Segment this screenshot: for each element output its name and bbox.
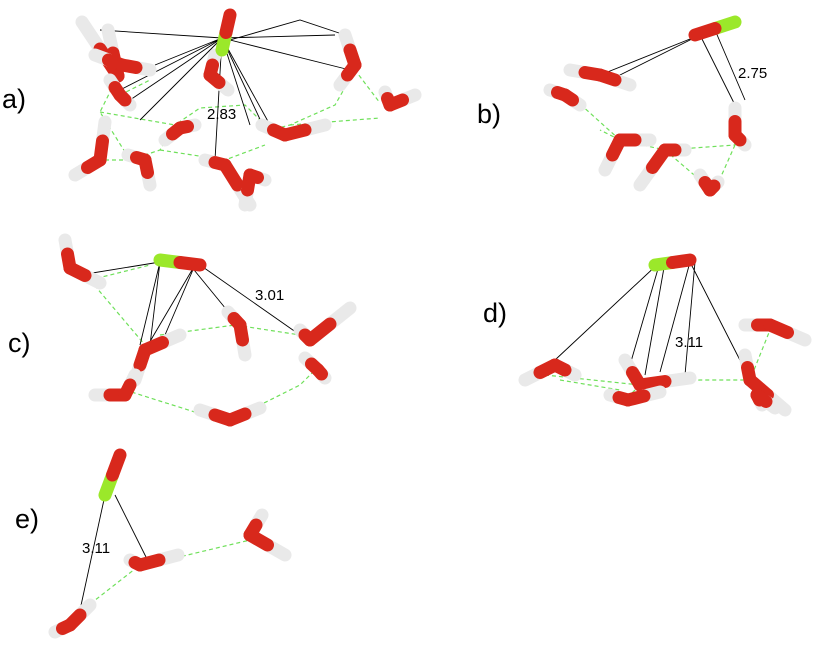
panel-c-label: c): [8, 328, 31, 358]
panel-a-molecules: [68, 8, 422, 212]
panel-c: c) 3.01: [8, 233, 357, 427]
oxygen-atom: [593, 68, 622, 87]
oxygen-atom: [173, 256, 207, 272]
oxygen-atom: [341, 58, 362, 82]
panel-e: e) 3.11: [15, 448, 292, 639]
panel-b-molecules: [543, 15, 752, 197]
oxygen-atom: [106, 448, 127, 482]
panel-d: d) 3.11: [483, 253, 812, 417]
oxygen-atom: [621, 389, 651, 407]
panel-e-label: e): [15, 504, 39, 534]
panel-e-hbonds: [84, 539, 251, 609]
oxygen-atom: [666, 253, 697, 269]
panel-c-hbonds: [89, 264, 321, 421]
oxygen-atom: [278, 123, 312, 142]
oxygen-atom: [138, 153, 154, 179]
oxygen-atom: [63, 261, 92, 282]
panel-a-distance: 2.83: [207, 106, 236, 123]
oxygen-atom: [218, 158, 244, 192]
oxygen-atom: [173, 120, 194, 135]
oxygen-atom: [633, 375, 672, 392]
panel-b-contacts: [599, 29, 746, 106]
panel-a: a) 2.83: [2, 8, 422, 212]
panel-c-distance: 3.01: [255, 287, 284, 304]
oxygen-atom: [243, 168, 264, 184]
oxygen-atom: [558, 88, 579, 107]
panel-c-contacts: [79, 261, 301, 351]
oxygen-atom: [93, 134, 109, 167]
panel-c-molecules: [58, 233, 357, 427]
panel-d-label: d): [483, 298, 507, 328]
oxygen-atom: [383, 93, 409, 112]
oxygen-atom: [728, 128, 747, 147]
oxygen-atom: [750, 388, 773, 408]
oxygen-atom: [303, 317, 337, 347]
panel-d-contacts: [554, 261, 746, 376]
oxygen-atom: [219, 8, 237, 39]
oxygen-atom: [763, 318, 794, 339]
oxygen-atom: [138, 336, 169, 357]
oxygen-atom: [63, 608, 87, 632]
oxygen-atom: [118, 378, 137, 402]
panel-e-contacts: [79, 494, 151, 611]
oxygen-atom: [203, 68, 226, 89]
oxygen-atom: [548, 358, 572, 377]
oxygen-atom: [115, 58, 143, 74]
oxygen-atom: [311, 363, 328, 381]
panel-e-molecules: [48, 448, 292, 639]
panel-a-label: a): [2, 84, 26, 114]
oxygen-atom: [703, 179, 721, 197]
oxygen-atom: [133, 553, 166, 572]
oxygen-atom: [243, 528, 274, 552]
oxygen-atom: [223, 407, 252, 427]
panel-d-distance: 3.11: [675, 334, 703, 351]
panel-b: b) 2.75: [477, 15, 767, 197]
oxygen-atom: [233, 318, 249, 347]
oxygen-atom: [688, 22, 722, 42]
panel-b-distance: 2.75: [738, 65, 767, 82]
panel-b-label: b): [477, 99, 501, 129]
panel-d-molecules: [518, 253, 812, 417]
panel-e-distance: 3.11: [82, 540, 110, 557]
oxygen-atom: [113, 88, 132, 107]
